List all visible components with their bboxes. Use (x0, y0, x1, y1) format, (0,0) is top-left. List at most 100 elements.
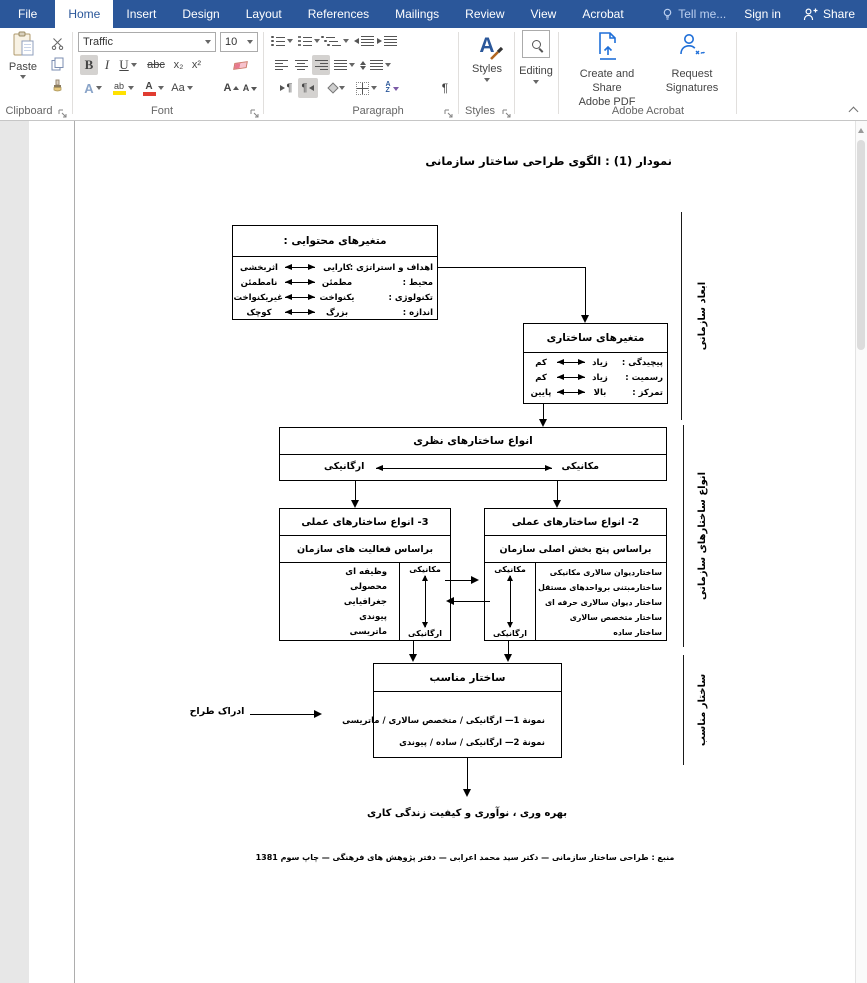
box-title: ساختار مناسب (374, 664, 561, 692)
shrink-font-button[interactable]: A (243, 78, 259, 98)
increase-indent-button[interactable] (377, 31, 397, 51)
clipboard-dialog-launcher[interactable] (58, 106, 68, 124)
align-right-button[interactable] (312, 55, 330, 75)
sign-in-button[interactable]: Sign in (744, 7, 781, 21)
justify-button[interactable] (332, 55, 356, 75)
underline-button[interactable]: U (116, 55, 140, 75)
tab-acrobat[interactable]: Acrobat (582, 7, 624, 21)
scrollbar-thumb[interactable] (857, 140, 865, 350)
connector-line (413, 641, 414, 655)
numbered-list-icon (298, 35, 312, 46)
chevron-down-icon (130, 63, 137, 67)
styles-button[interactable]: A Styles (462, 31, 512, 99)
styles-dialog-launcher[interactable] (502, 106, 512, 124)
font-name-combo[interactable]: Traffic (78, 32, 216, 52)
paste-button[interactable]: Paste (4, 31, 42, 99)
box-practical-by-parts: 2- انواع ساختارهای عملی براساس پنج بخش ا… (484, 508, 667, 641)
box-title: متغیرهای ساختاری (524, 324, 667, 353)
eraser-icon (232, 60, 248, 70)
chevron-down-icon (343, 39, 349, 43)
ltr-direction-button[interactable]: ¶ (276, 78, 296, 98)
tab-view[interactable]: View (530, 7, 557, 21)
request-signatures-button[interactable]: Request Signatures (654, 30, 730, 110)
group-divider (458, 32, 459, 114)
grow-font-button[interactable]: A (224, 78, 241, 98)
copy-button[interactable] (46, 55, 68, 73)
create-pdf-button[interactable]: Create and Share Adobe PDF (564, 30, 650, 110)
arrowhead-left (446, 597, 454, 605)
paste-dropdown-icon (20, 75, 26, 79)
font-color-swatch (142, 91, 156, 96)
numbering-button[interactable] (297, 31, 321, 51)
italic-button[interactable]: I (104, 57, 110, 72)
group-divider (514, 32, 515, 114)
font-color-button[interactable]: A (140, 78, 166, 98)
show-marks-button[interactable]: ¶ (441, 81, 449, 95)
bullets-button[interactable] (270, 31, 294, 51)
group-divider (72, 32, 73, 114)
tab-insert[interactable]: Insert (126, 7, 157, 21)
editing-button[interactable]: Editing (516, 30, 556, 110)
box-title: 2- انواع ساختارهای عملی (485, 509, 666, 536)
tab-file[interactable]: File (0, 0, 56, 28)
superscript-button[interactable]: x² (191, 59, 202, 71)
ribbon: Paste Traffic 10 B I U abc x₂ x² A ab A … (0, 28, 867, 121)
borders-button[interactable] (353, 78, 379, 98)
tab-home[interactable]: Home (55, 0, 114, 28)
clipboard-group-label: Clipboard (5, 105, 53, 117)
share-person-icon (803, 7, 818, 21)
create-pdf-label1: Create and Share (579, 68, 635, 94)
indent-arrow-icon (354, 38, 359, 44)
font-dialog-launcher[interactable] (250, 106, 260, 124)
connector-line (454, 601, 490, 602)
tab-references[interactable]: References (307, 7, 370, 21)
tell-me-label: Tell me... (678, 7, 727, 21)
tab-mailings[interactable]: Mailings (395, 7, 440, 21)
subscript-button[interactable]: x₂ (173, 59, 184, 71)
box-practical-by-activity: 3- انواع ساختارهای عملی براساس فعالیت ها… (279, 508, 451, 641)
line-spacing-button[interactable] (359, 55, 391, 75)
highlight-color-button[interactable]: ab (110, 78, 136, 98)
clear-formatting-button[interactable] (228, 55, 252, 75)
bold-button[interactable]: B (80, 55, 98, 75)
scrollbar-up-arrow[interactable] (858, 128, 864, 133)
strikethrough-button[interactable]: abc (147, 59, 165, 71)
connector-line (467, 758, 468, 790)
side-label-dimensions: ابعاد سازمانی (697, 281, 708, 351)
chevron-down-icon (186, 86, 193, 90)
collapse-ribbon-button[interactable] (848, 106, 859, 117)
multilevel-list-button[interactable] (321, 31, 349, 51)
create-pdf-label2: Adobe PDF (578, 96, 636, 108)
decrease-indent-button[interactable] (354, 31, 374, 51)
tab-review[interactable]: Review (465, 7, 505, 21)
chevron-down-icon (384, 63, 391, 67)
format-painter-button[interactable] (46, 77, 68, 95)
align-center-button[interactable] (292, 55, 310, 75)
cut-button[interactable] (46, 34, 68, 52)
tell-me-box[interactable]: Tell me... (654, 0, 734, 28)
change-case-button[interactable]: Aa (169, 78, 195, 98)
chevron-down-icon (348, 63, 355, 67)
share-button[interactable]: Share (791, 0, 867, 28)
shading-button[interactable] (324, 78, 350, 98)
tab-layout[interactable]: Layout (245, 7, 282, 21)
font-size-combo[interactable]: 10 (220, 32, 258, 52)
paragraph-dialog-launcher[interactable] (444, 106, 454, 124)
styles-icon: A (479, 31, 504, 61)
tab-design[interactable]: Design (182, 7, 220, 21)
align-left-button[interactable] (272, 55, 290, 75)
adobe-pdf-icon (592, 30, 622, 65)
text-effects-button[interactable]: A (80, 78, 106, 98)
section-bracket-line (683, 655, 684, 765)
vertical-double-arrow-icon (506, 575, 513, 628)
chevron-down-icon (370, 86, 377, 90)
arrowhead-down (553, 500, 561, 508)
arrowhead-right (471, 576, 479, 584)
rtl-direction-button[interactable]: ¶ (298, 78, 318, 98)
ltr-arrow-icon (279, 85, 285, 91)
